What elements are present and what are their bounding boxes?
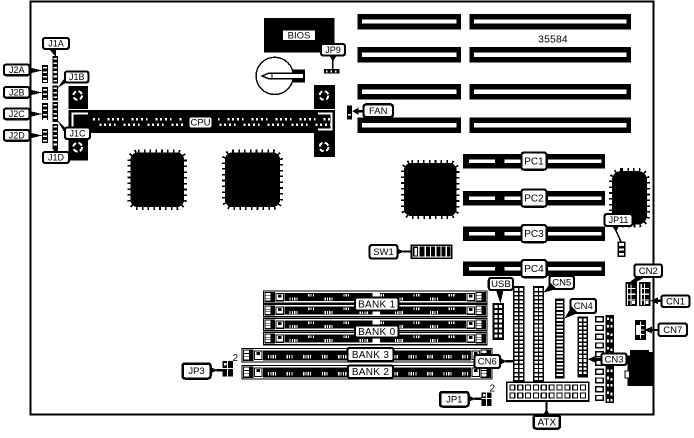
- svg-text:PC1: PC1: [524, 157, 544, 168]
- svg-text:CN5: CN5: [552, 278, 571, 289]
- svg-text:JP11: JP11: [609, 215, 629, 225]
- svg-text:CN7: CN7: [663, 325, 682, 336]
- svg-text:JP3: JP3: [188, 366, 204, 377]
- svg-text:J1C: J1C: [69, 128, 86, 138]
- svg-text:CN3: CN3: [604, 354, 623, 365]
- svg-text:JP1: JP1: [446, 394, 462, 405]
- svg-text:BANK 0: BANK 0: [358, 327, 396, 338]
- svg-text:PC3: PC3: [524, 229, 544, 240]
- svg-text:CN4: CN4: [574, 301, 593, 312]
- svg-text:35584: 35584: [538, 34, 568, 45]
- svg-text:PC2: PC2: [524, 194, 544, 205]
- svg-text:J1A: J1A: [48, 39, 64, 49]
- svg-text:CN2: CN2: [639, 266, 658, 277]
- svg-text:ATX: ATX: [537, 417, 556, 428]
- svg-text:BANK 1: BANK 1: [358, 299, 396, 310]
- svg-text:BIOS: BIOS: [288, 31, 311, 42]
- svg-text:J2A: J2A: [9, 65, 25, 75]
- svg-text:FAN: FAN: [369, 106, 388, 117]
- svg-text:J2B: J2B: [9, 87, 25, 97]
- svg-text:J1B: J1B: [69, 72, 85, 82]
- svg-text:CN1: CN1: [666, 296, 685, 307]
- svg-text:BANK 3: BANK 3: [352, 350, 390, 361]
- svg-text:2: 2: [490, 384, 496, 395]
- svg-text:BANK 2: BANK 2: [352, 367, 390, 378]
- svg-text:2: 2: [233, 353, 239, 364]
- svg-text:SW1: SW1: [373, 247, 394, 258]
- svg-text:CN6: CN6: [478, 357, 497, 368]
- svg-text:J1D: J1D: [48, 153, 65, 163]
- svg-text:PC4: PC4: [524, 264, 544, 275]
- svg-text:CPU: CPU: [190, 118, 210, 129]
- svg-text:JP9: JP9: [325, 45, 341, 55]
- svg-text:USB: USB: [491, 279, 511, 290]
- svg-text:J2C: J2C: [9, 109, 26, 119]
- svg-text:J2D: J2D: [9, 130, 26, 140]
